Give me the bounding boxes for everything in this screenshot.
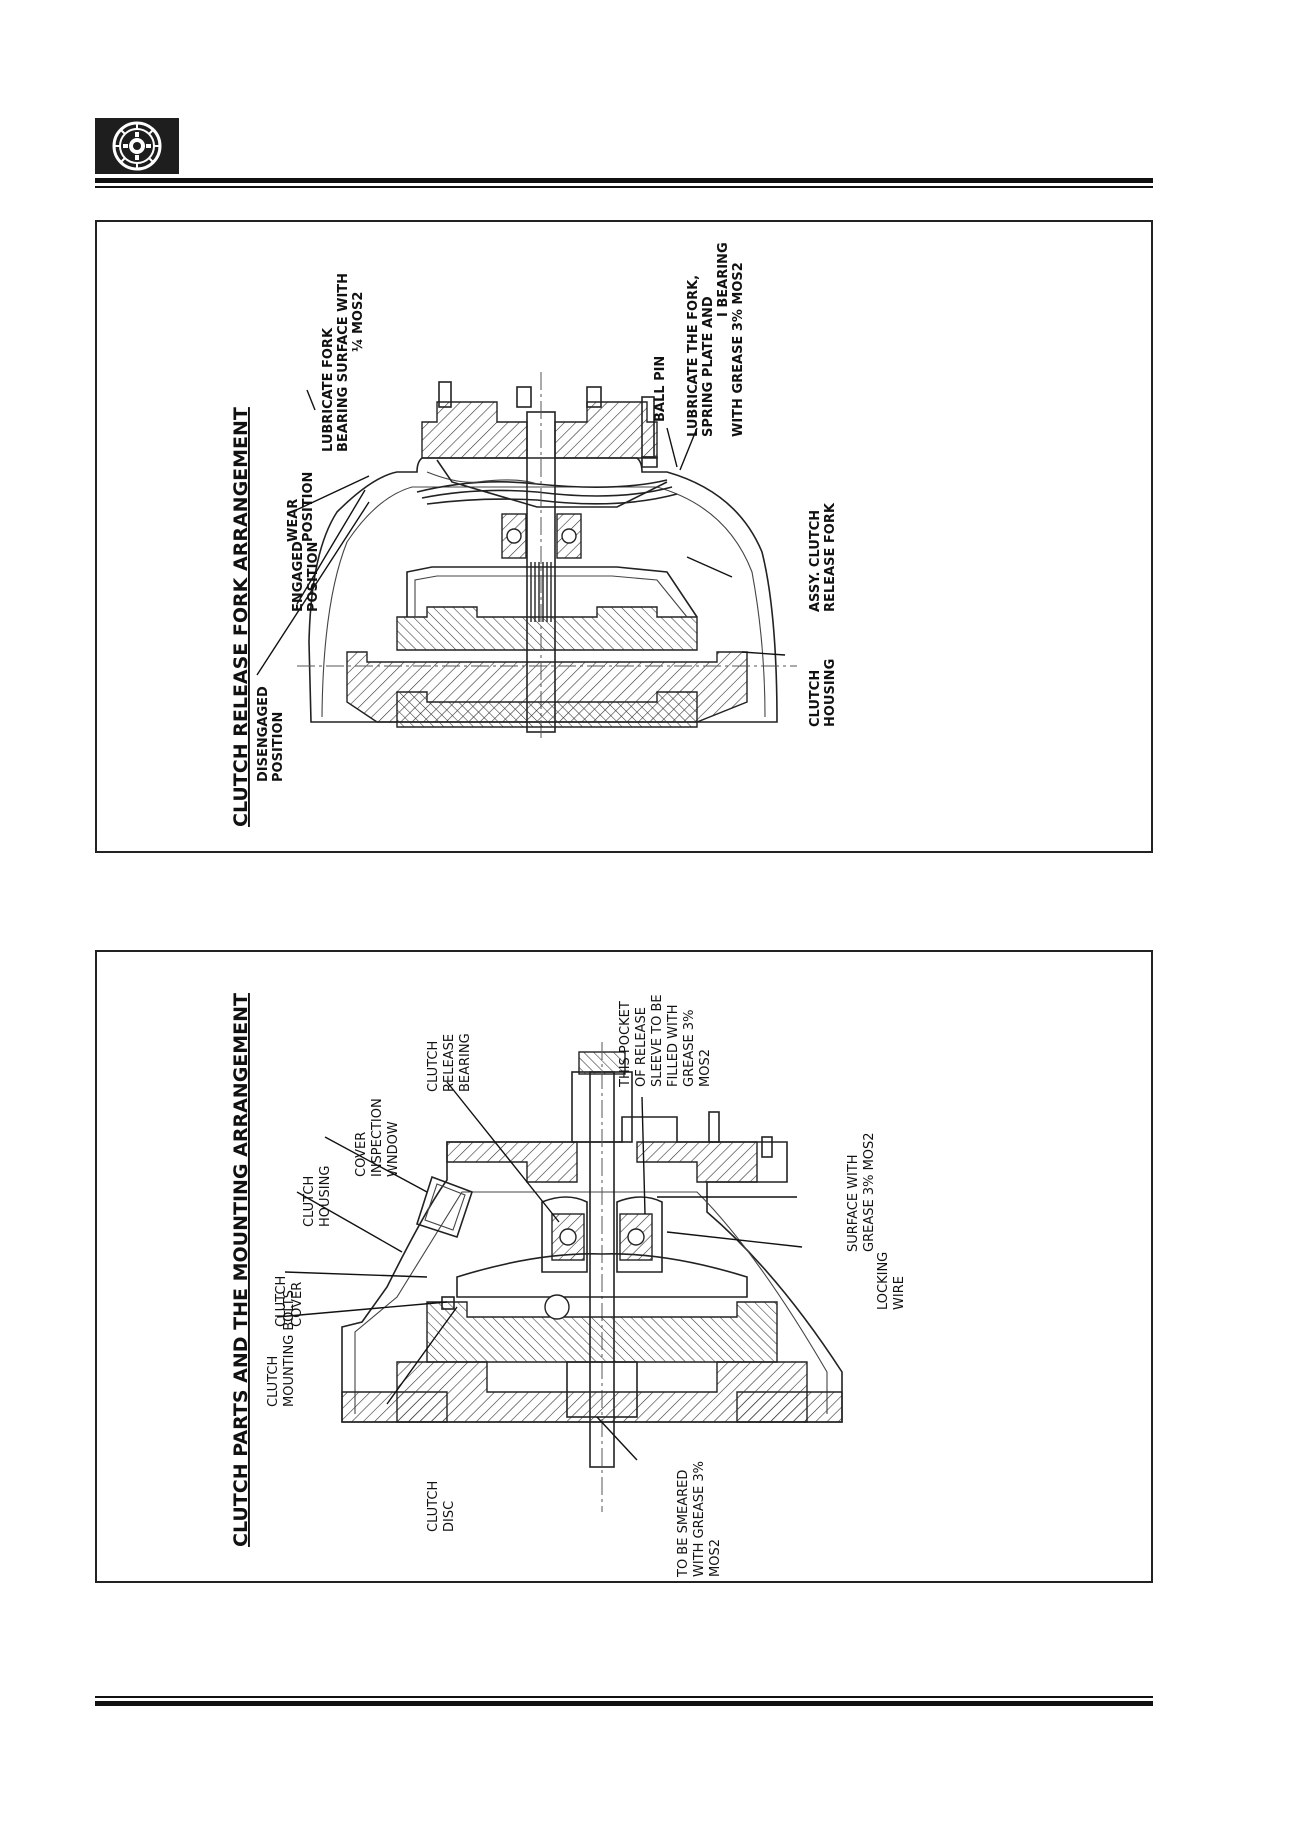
label-surface-with-grease: SURFACE WITH GREASE 3% MOS2 — [846, 1132, 877, 1252]
figure-title: CLUTCH PARTS AND THE MOUNTING ARRANGEMEN… — [230, 993, 252, 1547]
svg-text:LUBRICATE FORK: LUBRICATE FORK — [321, 327, 336, 452]
clutch-disc-icon — [112, 121, 162, 171]
svg-text:I BEARING: I BEARING — [716, 242, 731, 317]
label-release-sleeve-pocket: THIS POCKET OF RELEASE SLEEVE TO BE FILL… — [618, 994, 713, 1088]
svg-text:FILLED WITH: FILLED WITH — [666, 1004, 681, 1087]
svg-text:CLUTCH: CLUTCH — [426, 1041, 441, 1092]
label-assy-clutch-release-fork: ASSY. CLUTCH RELEASE FORK — [808, 502, 838, 612]
header-rule-thick — [95, 178, 1153, 183]
svg-text:LOCKING: LOCKING — [876, 1252, 891, 1310]
label-ball-pin: BALL PIN — [653, 356, 668, 422]
svg-text:RELEASE FORK: RELEASE FORK — [823, 502, 838, 612]
svg-text:GREASE 3% MOS2: GREASE 3% MOS2 — [862, 1132, 877, 1252]
svg-text:MOS2: MOS2 — [708, 1539, 723, 1577]
svg-text:WITH GREASE 3% MOS2: WITH GREASE 3% MOS2 — [731, 262, 746, 437]
svg-text:WITH GREASE 3%: WITH GREASE 3% — [692, 1461, 707, 1577]
svg-text:POSITION: POSITION — [301, 472, 316, 542]
svg-text:GREASE 3%: GREASE 3% — [682, 1010, 697, 1087]
svg-text:SPRING PLATE AND: SPRING PLATE AND — [701, 296, 716, 437]
svg-text:BEARING SURFACE WITH: BEARING SURFACE WITH — [336, 273, 351, 452]
label-lubricate-spring-plate: LUBRICATE THE FORK, SPRING PLATE AND I B… — [686, 242, 746, 437]
figure-release-fork-arrangement: CLUTCH RELEASE FORK ARRANGEMENT — [95, 220, 1153, 853]
svg-text:POSITION: POSITION — [306, 542, 321, 612]
header-rule-thin — [95, 186, 1153, 188]
label-wear-position: WEAR POSITION — [286, 472, 316, 542]
label-lubricate-fork: LUBRICATE FORK BEARING SURFACE WITH ¼ MO… — [321, 273, 366, 452]
svg-text:CLUTCH: CLUTCH — [274, 1276, 289, 1327]
svg-text:ENGAGED: ENGAGED — [291, 541, 306, 612]
svg-text:¼ MOS2: ¼ MOS2 — [351, 292, 366, 352]
svg-text:CLUTCH: CLUTCH — [426, 1481, 441, 1532]
svg-text:THIS POCKET: THIS POCKET — [618, 1001, 633, 1088]
release-fork-drawing — [297, 372, 797, 742]
svg-text:HOUSING: HOUSING — [318, 1166, 333, 1227]
bottom-leader-lines — [276, 1081, 803, 1461]
svg-text:MOUNTING BOLTS: MOUNTING BOLTS — [282, 1290, 297, 1407]
logo — [95, 118, 179, 174]
label-clutch-release-bearing: CLUTCH RELEASE BEARING — [426, 1033, 473, 1092]
label-clutch-cover: CLUTCH COVER — [274, 1276, 305, 1327]
svg-text:MOS2: MOS2 — [698, 1049, 713, 1087]
svg-text:CLUTCH: CLUTCH — [808, 670, 823, 727]
footer-rule-thick — [95, 1701, 1153, 1706]
figure-clutch-parts-mounting: CLUTCH PARTS AND THE MOUNTING ARRANGEMEN… — [95, 950, 1153, 1583]
label-to-be-smeared: TO BE SMEARED WITH GREASE 3% MOS2 — [676, 1461, 723, 1578]
label-engaged-position: ENGAGED POSITION — [291, 541, 321, 612]
clutch-assembly-drawing — [341, 1042, 843, 1512]
svg-text:INSPECTION: INSPECTION — [370, 1098, 385, 1177]
top-leader-lines — [256, 389, 786, 676]
svg-text:DISENGAGED: DISENGAGED — [256, 686, 271, 782]
svg-text:DISC: DISC — [442, 1501, 457, 1532]
svg-text:SLEEVE TO BE: SLEEVE TO BE — [650, 994, 665, 1087]
label-clutch-mounting-bolts: CLUTCH MOUNTING BOLTS — [266, 1290, 297, 1407]
svg-text:CLUTCH: CLUTCH — [266, 1356, 281, 1407]
svg-text:BALL PIN: BALL PIN — [653, 356, 668, 422]
figure-title: CLUTCH RELEASE FORK ARRANGEMENT — [230, 407, 252, 827]
label-cover-inspection-window: COVER INSPECTION WNDOW — [354, 1098, 401, 1177]
svg-text:WEAR: WEAR — [286, 499, 301, 542]
svg-text:COVER: COVER — [354, 1132, 369, 1177]
label-locking-wire: LOCKING WIRE — [876, 1252, 907, 1310]
svg-text:HOUSING: HOUSING — [823, 659, 838, 727]
label-clutch-housing: CLUTCH HOUSING — [302, 1166, 333, 1227]
svg-text:POSITION: POSITION — [271, 712, 286, 782]
label-clutch-disc: CLUTCH DISC — [426, 1481, 457, 1532]
svg-text:COVER: COVER — [290, 1282, 305, 1327]
svg-text:BEARING: BEARING — [458, 1033, 473, 1092]
svg-text:WIRE: WIRE — [892, 1276, 907, 1310]
label-clutch-housing: CLUTCH HOUSING — [808, 659, 838, 727]
svg-text:OF RELEASE: OF RELEASE — [634, 1007, 649, 1087]
svg-text:WNDOW: WNDOW — [386, 1121, 401, 1177]
svg-text:ASSY. CLUTCH: ASSY. CLUTCH — [808, 510, 823, 612]
svg-text:LUBRICATE THE FORK,: LUBRICATE THE FORK, — [686, 275, 701, 437]
svg-text:RELEASE: RELEASE — [442, 1034, 457, 1092]
svg-text:TO BE SMEARED: TO BE SMEARED — [676, 1470, 691, 1578]
label-disengaged-position: DISENGAGED POSITION — [256, 686, 286, 782]
svg-text:CLUTCH: CLUTCH — [302, 1176, 317, 1227]
footer-rule-thin — [95, 1696, 1153, 1698]
svg-text:SURFACE WITH: SURFACE WITH — [846, 1154, 861, 1252]
